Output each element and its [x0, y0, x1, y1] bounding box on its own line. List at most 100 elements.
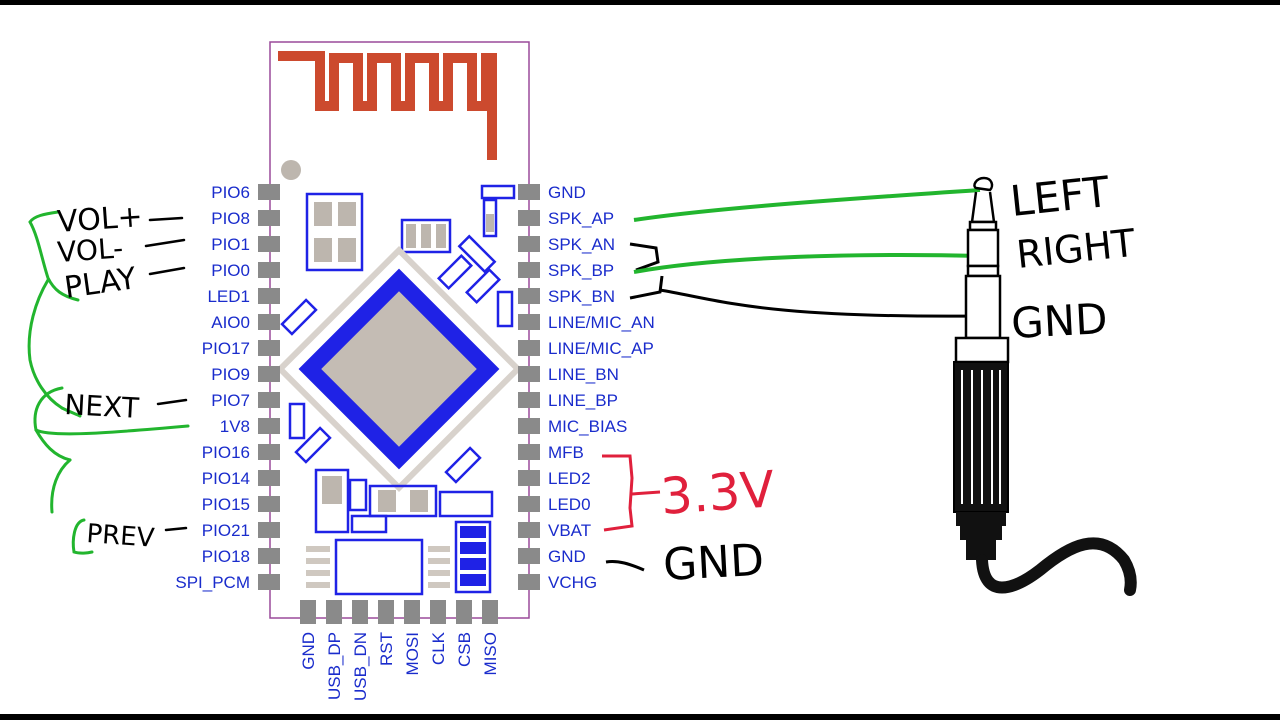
bottom-passives — [306, 468, 494, 596]
left-pin-label: SPI_PCM — [175, 573, 250, 592]
right-pin-label: VBAT — [548, 521, 591, 540]
right-pin-pad — [518, 392, 540, 408]
right-pin-label: SPK_AP — [548, 209, 614, 228]
bottom-pin-label: CLK — [429, 631, 448, 665]
left-pin-pad — [258, 340, 280, 356]
right-pin-label: VCHG — [548, 573, 597, 592]
bottom-pin-label: GND — [299, 632, 318, 670]
bottom-pin-pad — [404, 600, 420, 624]
left-pin-pad — [258, 314, 280, 330]
left-pin-label: PIO6 — [211, 183, 250, 202]
right-pin-label: SPK_AN — [548, 235, 615, 254]
bottom-pin-label: RST — [377, 632, 396, 666]
bottom-pin-pad — [482, 600, 498, 624]
right-pin-pad — [518, 236, 540, 252]
wire-left-channel — [633, 188, 981, 222]
right-pin-label: GND — [548, 547, 586, 566]
left-pin-label: PIO0 — [211, 261, 250, 280]
bottom-pin-label: MISO — [481, 632, 500, 675]
left-pin-pad — [258, 184, 280, 200]
left-pin-pad — [258, 470, 280, 486]
spk-bracket-bottom — [629, 275, 664, 300]
left-pin-pad — [258, 366, 280, 382]
right-pin-label: LED2 — [548, 469, 591, 488]
right-pin-pad — [518, 184, 540, 200]
right-pin-label: LINE_BP — [548, 391, 618, 410]
left-pin-pad — [258, 522, 280, 538]
antenna-trace — [278, 51, 497, 160]
right-pin-label: GND — [548, 183, 586, 202]
left-pin-label: PIO14 — [202, 469, 250, 488]
bottom-pin-label: USB_DN — [351, 632, 370, 701]
right-pin-pad — [518, 262, 540, 278]
left-pin-label: PIO8 — [211, 209, 250, 228]
left-pin-pad — [258, 418, 280, 434]
annotation-vol-up: VOL+ — [56, 199, 144, 240]
left-pin-pad — [258, 392, 280, 408]
right-pin-pad — [518, 366, 540, 382]
spk-bracket-top — [629, 242, 660, 272]
right-pin-label: LED0 — [548, 495, 591, 514]
bottom-pin-pad — [378, 600, 394, 624]
top-passives — [280, 184, 516, 484]
pin-pads — [258, 184, 540, 624]
left-pin-label: 1V8 — [220, 417, 250, 436]
wire-ground — [659, 288, 981, 318]
bottom-border — [0, 714, 1280, 720]
left-pin-pad — [258, 236, 280, 252]
left-green-bracket — [27, 210, 190, 555]
right-pin-pad — [518, 522, 540, 538]
left-pin-label: LED1 — [207, 287, 250, 306]
bottom-pin-label: USB_DP — [325, 632, 344, 700]
right-pin-pad — [518, 418, 540, 434]
right-pin-pad — [518, 574, 540, 590]
annotation-vol-down: VOL- — [56, 231, 124, 269]
right-pin-pad — [518, 314, 540, 330]
annotation-gnd-jack: GND — [1010, 294, 1109, 348]
bottom-pin-pad — [456, 600, 472, 624]
right-pin-label: LINE/MIC_AN — [548, 313, 655, 332]
left-pin-pad — [258, 288, 280, 304]
right-pin-pad — [518, 340, 540, 356]
right-pin-labels: GND SPK_AP SPK_AN SPK_BP SPK_BN LINE/MIC_AN LI… — [548, 183, 655, 592]
voltage-bracket — [602, 454, 634, 532]
left-pin-pad — [258, 574, 280, 590]
left-pin-pad — [258, 444, 280, 460]
right-pin-pad — [518, 210, 540, 226]
right-pin-pad — [518, 288, 540, 304]
left-pin-label: PIO9 — [211, 365, 250, 384]
left-pin-label: AIO0 — [211, 313, 250, 332]
left-pin-label: PIO18 — [202, 547, 250, 566]
right-pin-label: MIC_BIAS — [548, 417, 627, 436]
crystal-component — [305, 192, 364, 272]
right-pin-pad — [518, 496, 540, 512]
main-ic — [275, 245, 523, 493]
bottom-pin-pad — [300, 600, 316, 624]
left-pin-label: PIO17 — [202, 339, 250, 358]
right-pin-label: SPK_BN — [548, 287, 615, 306]
annotation-next: NEXT — [64, 388, 141, 425]
annotation-right: RIGHT — [1014, 221, 1138, 277]
pin1-marker — [281, 160, 301, 180]
right-pin-label: SPK_BP — [548, 261, 614, 280]
wire-right-channel — [633, 252, 985, 274]
left-pin-label: PIO21 — [202, 521, 250, 540]
left-pin-label: PIO7 — [211, 391, 250, 410]
right-pin-pad — [518, 444, 540, 460]
right-pin-pad — [518, 548, 540, 564]
right-pin-label: MFB — [548, 443, 584, 462]
voltage-leader — [631, 490, 661, 496]
left-pin-pad — [258, 496, 280, 512]
annotation-gnd-module: GND — [662, 535, 765, 591]
bottom-pin-pad — [430, 600, 446, 624]
annotation-voltage: 3.3V — [659, 460, 777, 526]
bottom-pin-label: MOSI — [403, 632, 422, 675]
left-pin-pad — [258, 548, 280, 564]
bottom-pin-label: CSB — [455, 632, 474, 667]
bottom-pin-labels: GND USB_DP USB_DN RST MOSI CLK CSB MISO — [299, 631, 500, 701]
left-pin-label: PIO1 — [211, 235, 250, 254]
top-border — [0, 0, 1280, 5]
right-pin-label: LINE_BN — [548, 365, 619, 384]
